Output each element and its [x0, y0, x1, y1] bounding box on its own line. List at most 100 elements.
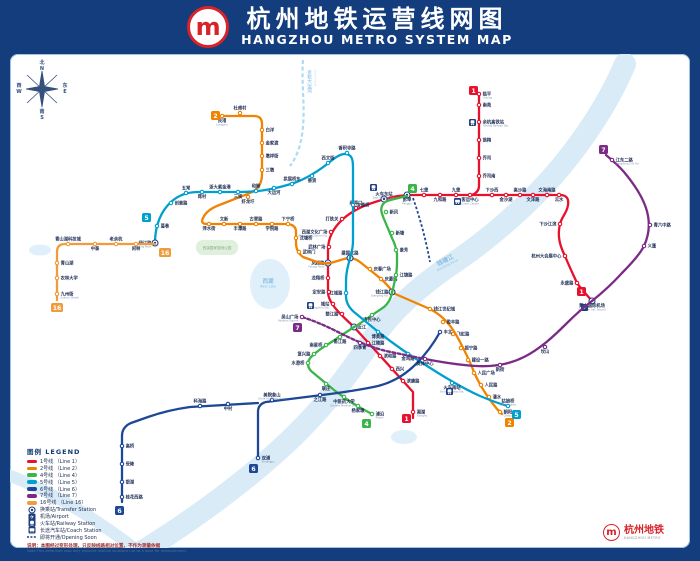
station: 高桥 [119, 442, 135, 449]
station-label: 乔司南 [482, 172, 497, 179]
station: 江锦路 [393, 271, 413, 278]
station-marker [476, 155, 482, 161]
metro-line-2: 良渚Liangzhu杜甫村白洋金家渡墩祥街三墩虾龙圩萍水街文新丰潭路古翠路学院路… [200, 105, 517, 427]
station: 虾龙圩 [242, 194, 255, 205]
station: 盈丰路 [440, 318, 460, 325]
station-marker [437, 329, 443, 335]
line-1-number-box [469, 86, 478, 95]
station-label: 钱江路 [376, 288, 390, 295]
hangzhou-metro-logo-icon: m [187, 6, 230, 48]
station: 三墩 [259, 166, 275, 173]
station-label: 中泰 [91, 245, 100, 252]
station: 庆春广场 [367, 265, 391, 272]
station-marker [427, 306, 433, 312]
legend-line-label: 2号线 （Line 2） [40, 465, 80, 472]
line-4-number-box [362, 419, 371, 428]
station-label: 金鸡路 [401, 355, 416, 362]
station-label-en: Fengqi Road [308, 265, 324, 269]
station-label-en: Lvting Road [136, 245, 152, 249]
station-marker [54, 275, 60, 281]
station: 杭州大会展中心 [531, 252, 568, 259]
station-marker [65, 241, 71, 247]
station: 大运河 [268, 185, 281, 196]
station: 婺江路 [326, 310, 345, 317]
station: 九和路 [433, 192, 447, 203]
station: 浙大紫金港 [209, 184, 231, 195]
river [10, 466, 161, 548]
station: 南星桥 [310, 341, 329, 348]
station-marker [367, 266, 373, 272]
station: 新风 [383, 208, 399, 215]
station: 定安路 [312, 288, 332, 295]
station: 蒋村 [198, 189, 207, 200]
station-marker [641, 243, 647, 249]
station-marker [574, 280, 580, 286]
railway-icon [28, 519, 36, 527]
station-marker [476, 102, 482, 108]
station: 新街 [496, 362, 505, 373]
station: 创景路 [168, 199, 188, 206]
station-label: 文泽路 [527, 196, 541, 203]
wetland-park [196, 240, 238, 255]
station-label: 杭州大会展中心 [531, 252, 562, 259]
station-marker [199, 189, 205, 195]
station: 振宁路 [458, 344, 478, 351]
station-marker [542, 344, 548, 350]
station-marker [530, 192, 536, 198]
station-marker [437, 192, 443, 198]
railway-icon [446, 388, 453, 395]
station-label: 杜甫村 [234, 105, 248, 112]
station-marker [325, 275, 331, 281]
transfer-station-icon [28, 506, 36, 514]
station-label: 双浦 [262, 454, 271, 461]
station-label: 三坝 [234, 193, 243, 200]
station-label: 湘湖 [417, 408, 426, 415]
station-marker [400, 378, 406, 384]
station-marker [343, 290, 349, 296]
station-marker [269, 221, 275, 227]
station-marker [339, 311, 345, 317]
station-label: 龙翔桥 [311, 274, 326, 281]
station-label: 九堡 [451, 187, 461, 194]
station: 龙翔桥 [311, 274, 331, 281]
station-label: 丰北 [444, 328, 453, 335]
station-label: 墩祥街 [266, 152, 280, 159]
station-label: 甬江路 [334, 338, 348, 345]
station-marker [337, 334, 343, 340]
station-label: 新塘 [396, 229, 405, 236]
station: 武林门 [296, 248, 316, 255]
railway-icon [28, 519, 36, 527]
station-marker [609, 157, 615, 163]
line-16-number-box [51, 303, 63, 312]
metro-line-4: 新风新塘景芳江锦路市民中心甬江路南星桥复兴路水澄桥联庄中医药大学Chinese … [292, 184, 417, 428]
station-label-en: Hangzhou Sta. [310, 306, 329, 310]
station-marker [393, 247, 399, 253]
legend-line-swatch [27, 500, 37, 505]
station-label: 滨和路 [384, 352, 398, 359]
svg-text:1: 1 [579, 289, 583, 296]
station: 庆菱路 [378, 275, 398, 282]
station-label: 定安路 [312, 288, 327, 295]
station-marker [259, 140, 265, 146]
svg-text:4: 4 [364, 421, 369, 428]
station-marker [296, 249, 302, 255]
line-4-number-box [408, 184, 417, 193]
station-marker [259, 153, 265, 159]
station: 滨康路 [400, 377, 420, 384]
line-7-number-box [293, 323, 302, 332]
station: 闲林 [132, 241, 141, 252]
station: 市民中心 [363, 312, 381, 323]
station-label: 七堡 [420, 187, 429, 194]
station-marker [471, 370, 477, 376]
legend-row-symbol: 火车站/Railway Station [27, 519, 197, 527]
station-label: 西文街 [322, 155, 336, 162]
header-bar: m 杭州地铁运营线网图 HANGZHOU METRO SYSTEM MAP [0, 0, 700, 54]
legend: 图例 LEGEND 1号线 （Line 1）2号线 （Line 2）4号线 （L… [27, 446, 197, 553]
station-label: 良渚 [218, 117, 227, 124]
station-marker [489, 192, 495, 198]
station: 金沙湖 [499, 192, 513, 203]
station: 江陵路 [365, 339, 385, 346]
